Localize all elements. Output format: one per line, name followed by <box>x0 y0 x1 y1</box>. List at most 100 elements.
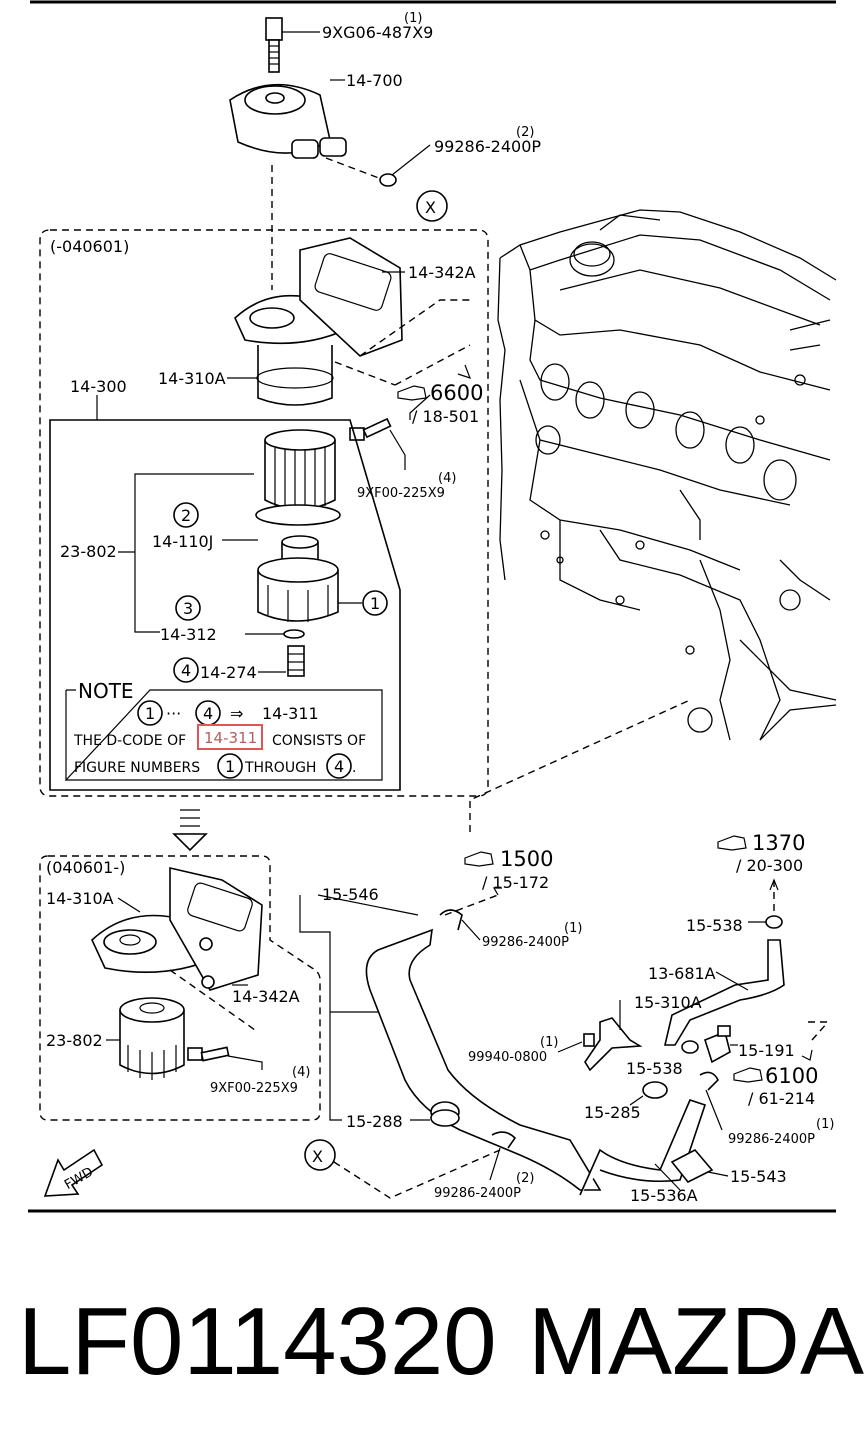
filter-element <box>255 429 341 526</box>
circle-3-text: 3 <box>183 599 193 618</box>
label-filter-assy-2: 23-802 <box>46 1031 103 1050</box>
label-ref-1370: 1370 <box>752 831 805 855</box>
note-line2-pre: THE D-CODE OF <box>73 733 186 749</box>
label-filter-body-2: 14-310A <box>46 889 114 908</box>
note-line3-mid: THROUGH <box>244 760 316 776</box>
label-filter-assy-1: 23-802 <box>60 542 117 561</box>
hand-pointer-1370 <box>717 835 747 851</box>
note-formula-sep: ··· <box>166 704 181 723</box>
label-bolt-low: 9XF00-225X9 <box>210 1081 298 1096</box>
label-group1-date: (-040601) <box>50 237 129 256</box>
note-circle-4: 4 <box>203 704 213 723</box>
engine-block-drawing <box>497 209 837 741</box>
hose-main <box>365 928 707 1196</box>
label-bolt-low-qty: (4) <box>292 1065 310 1080</box>
note-circle-1: 1 <box>145 704 155 723</box>
label-filter-body-1: 14-310A <box>158 369 226 388</box>
clip-15-285 <box>629 1081 668 1106</box>
label-cap: 14-312 <box>160 625 217 644</box>
circle-4-text: 4 <box>181 661 191 680</box>
label-clip-bot-qty: (2) <box>516 1171 534 1186</box>
label-clip-right-qty: (1) <box>816 1117 834 1132</box>
note-formula-result: 14-311 <box>262 704 319 723</box>
label-ref-1370-sub: / 20-300 <box>736 856 803 875</box>
note-line3-pre: FIGURE NUMBERS <box>74 760 200 776</box>
x-marker-circle-bottom <box>304 1139 336 1171</box>
label-bracket-310: 15-310A <box>634 993 702 1012</box>
relief-valve <box>258 645 305 677</box>
label-bolt-mid: 9XF00-225X9 <box>357 486 445 501</box>
label-clip-1500: 99286-2400P <box>482 935 569 950</box>
note-title: NOTE <box>78 679 134 703</box>
bracket-15-546 <box>299 895 342 1121</box>
filter-cap <box>257 535 362 622</box>
label-bolt-top: 9XG06-487X9 <box>322 23 433 42</box>
parts-diagram: (1) 9XG06-487X9 14-700 (2) 99286-2400P X… <box>28 0 837 1213</box>
label-gasket-2: 14-342A <box>232 987 300 1006</box>
small-oring <box>283 629 305 639</box>
filter-body-early <box>227 237 472 420</box>
label-p-15538-top: 15-538 <box>686 916 743 935</box>
part-number: LF0114320 <box>18 1288 497 1395</box>
label-ref-6600-sub: / 18-501 <box>412 407 479 426</box>
note-circle-1b: 1 <box>225 757 235 776</box>
group-box-early <box>39 229 489 797</box>
footer: LF0114320 MAZDA <box>0 1282 864 1402</box>
clip-right <box>699 1071 723 1131</box>
circle-1-text: 1 <box>370 594 380 613</box>
label-bolt-br: 99940-0800 <box>468 1050 547 1065</box>
x-marker-bottom: X <box>312 1147 323 1166</box>
label-ref-1500: 1500 <box>500 847 553 871</box>
label-hose-681: 13-681A <box>648 964 716 983</box>
bolt-mid <box>349 417 406 470</box>
label-group-14300: 14-300 <box>70 377 127 396</box>
hand-pointer-6100 <box>733 1067 763 1083</box>
label-group2-date: (040601-) <box>46 858 125 877</box>
label-ref-6100: 6100 <box>765 1064 818 1088</box>
label-ref-6600: 6600 <box>430 381 483 405</box>
note-line2-post: CONSISTS OF <box>272 733 366 749</box>
brand-name: MAZDA <box>528 1288 864 1395</box>
fwd-arrow <box>43 1148 104 1197</box>
filter-body-late <box>91 866 263 1031</box>
note-line2-code: 14-311 <box>204 729 257 747</box>
hose-681 <box>663 878 785 1046</box>
clip-bottom <box>489 1131 517 1181</box>
label-oring: 14-110J <box>152 532 213 551</box>
label-p-15538-mid: 15-538 <box>626 1059 683 1078</box>
label-hose-536: 15-536A <box>630 1186 698 1205</box>
label-cooler: 14-700 <box>346 71 403 90</box>
label-valve: 14-274 <box>200 663 257 682</box>
group-box-late <box>39 855 321 1121</box>
transition-arrow <box>172 809 208 852</box>
hose-15-543 <box>670 1148 729 1184</box>
engine-leader-line <box>469 699 691 832</box>
label-ref-1500-sub: / 15-172 <box>482 873 549 892</box>
label-clip-top: 99286-2400P <box>434 137 541 156</box>
label-p-15543: 15-543 <box>730 1167 787 1186</box>
label-bolt-top-qty: (1) <box>404 11 422 26</box>
highlight-box <box>197 724 263 750</box>
note-circle-4b: 4 <box>334 757 344 776</box>
label-ref-6100-sub: / 61-214 <box>748 1089 815 1108</box>
bolt-low <box>187 1046 263 1070</box>
cooler-assembly <box>229 17 431 290</box>
label-bolt-mid-qty: (4) <box>438 471 456 486</box>
box-14-300 <box>49 419 401 791</box>
hand-pointer-1500 <box>464 851 494 867</box>
label-hose-546: 15-546 <box>322 885 379 904</box>
filter-assy-late <box>106 997 185 1080</box>
clip-15-288 <box>410 1101 460 1127</box>
label-clip-1500-qty: (1) <box>564 921 582 936</box>
circle-2-text: 2 <box>181 506 191 525</box>
hand-pointer-6600 <box>397 385 427 401</box>
note-box <box>64 689 383 781</box>
label-bolt-br-qty: (1) <box>540 1035 558 1050</box>
parts-15-191-15-538 <box>681 1021 829 1064</box>
label-clip-right: 99286-2400P <box>728 1132 815 1147</box>
note-line3-end: . <box>352 760 356 776</box>
label-p-15288: 15-288 <box>346 1112 403 1131</box>
label-p-15285: 15-285 <box>584 1103 641 1122</box>
bracket-15-310 <box>557 1000 643 1072</box>
label-clip-bot: 99286-2400P <box>434 1186 521 1201</box>
